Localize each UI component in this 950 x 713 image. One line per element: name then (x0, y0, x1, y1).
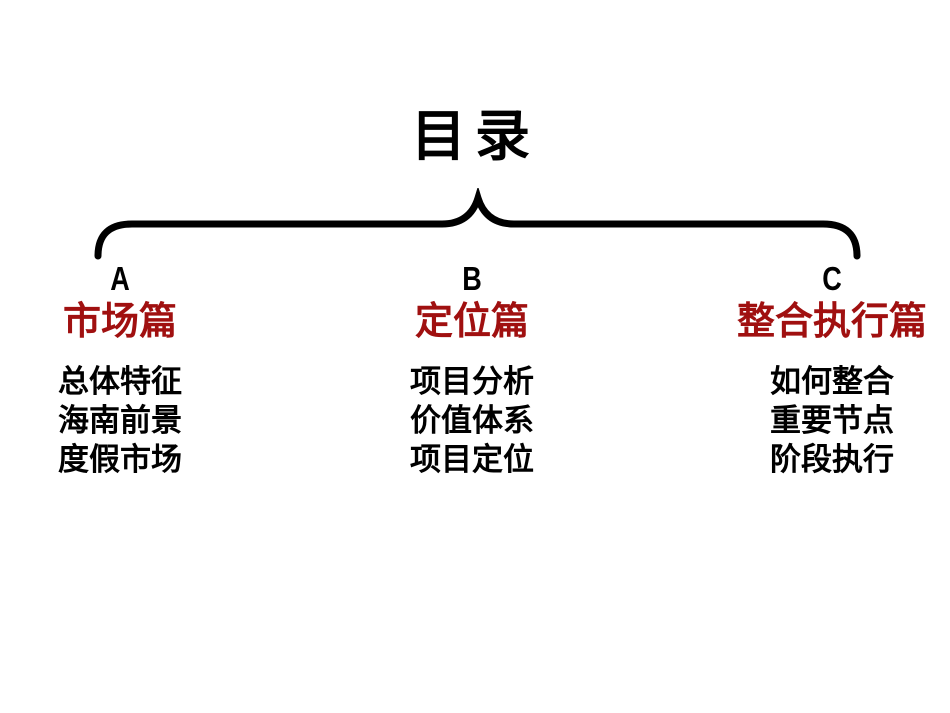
toc-item: 海南前景 (58, 403, 182, 438)
section-c-execution: C 整合执行篇 如何整合 重要节点 阶段执行 (722, 260, 942, 479)
toc-item: 价值体系 (410, 403, 534, 438)
toc-item: 阶段执行 (770, 442, 894, 477)
section-items: 总体特征 海南前景 度假市场 (10, 362, 230, 479)
section-letter-c: C (822, 260, 842, 297)
toc-item: 项目定位 (410, 442, 534, 477)
section-letter-a: A (110, 260, 130, 297)
toc-item: 总体特征 (58, 364, 182, 399)
section-items: 如何整合 重要节点 阶段执行 (722, 362, 942, 479)
toc-item: 重要节点 (770, 403, 894, 438)
page-title: 目录 (410, 106, 539, 167)
section-b-positioning: B 定位篇 项目分析 价值体系 项目定位 (362, 260, 582, 479)
toc-item: 项目分析 (410, 364, 534, 399)
toc-item: 度假市场 (58, 442, 182, 477)
section-letter-b: B (462, 260, 482, 297)
section-title-positioning: 定位篇 (414, 301, 529, 343)
section-title-market: 市场篇 (62, 301, 177, 343)
section-items: 项目分析 价值体系 项目定位 (362, 362, 582, 479)
brace-connector (94, 188, 861, 260)
section-title-execution: 整合执行篇 (736, 301, 927, 343)
toc-item: 如何整合 (770, 364, 894, 399)
section-a-market: A 市场篇 总体特征 海南前景 度假市场 (10, 260, 230, 479)
